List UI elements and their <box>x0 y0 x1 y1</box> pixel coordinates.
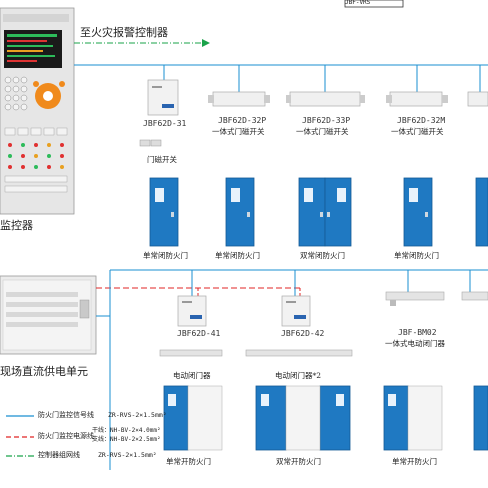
closer-partial-right <box>461 291 488 301</box>
code-jbf62d-32p: JBF62D-32P <box>218 116 267 125</box>
power-bus <box>96 287 301 296</box>
code-jbf62d-42: JBF62D-42 <box>281 329 325 338</box>
network-line <box>74 39 210 47</box>
status-leds <box>4 127 68 193</box>
power-handle <box>79 299 90 319</box>
door-top-1 <box>149 177 179 247</box>
code-jbf62d-41: JBF62D-41 <box>177 329 221 338</box>
top-tag: JBF-VRS <box>345 0 371 6</box>
code-jbf-bm02: JBF-BM02 <box>398 328 437 337</box>
arrow-label: 至火灾报警控制器 <box>80 26 168 39</box>
door-label-bottom-3: 单常开防火门 <box>392 457 437 466</box>
door-top-3-double <box>298 177 352 247</box>
device-jbf62d-32p <box>208 91 270 107</box>
code-jbf62d-32m: JBF62D-32M <box>397 116 446 125</box>
closer-arm-2 <box>245 349 353 357</box>
legend-signal-spec: ZR-RVS-2×1.5mm² <box>108 411 167 419</box>
legend-power-name: 防火门监控电源线 <box>38 432 94 440</box>
desc-jbf62d-32m: 一体式门磁开关 <box>391 127 444 136</box>
power-unit-box <box>0 275 97 355</box>
device-jbf62d-42 <box>281 295 311 327</box>
desc-jbf-bm02: 一体式电动闭门器 <box>385 339 445 348</box>
device-partial-right-top <box>467 91 488 107</box>
desc-jbf62d-31: 门磁开关 <box>147 155 177 164</box>
monitor-cabinet <box>0 7 75 215</box>
door-label-top-4: 单常闭防火门 <box>394 251 439 260</box>
code-jbf62d-31: JBF62D-31 <box>143 119 187 128</box>
closer-arm-1 <box>159 349 223 357</box>
door-bottom-4-partial <box>473 385 488 451</box>
signal-bus-bottom <box>96 269 488 470</box>
keypad <box>4 76 65 111</box>
device-jbf62d-31 <box>139 79 179 147</box>
door-bottom-3 <box>383 385 443 451</box>
legend-power-spec-a: 干线：NH-BV-2×4.0mm² <box>92 427 161 434</box>
closer-bm02 <box>385 291 445 306</box>
desc-jbf62d-32p: 一体式门磁开关 <box>212 127 265 136</box>
legend-network-name: 控制器组网线 <box>38 451 80 459</box>
desc-jbf62d-42: 电动闭门器*2 <box>275 371 322 380</box>
door-top-2 <box>225 177 255 247</box>
code-jbf62d-33p: JBF62D-33P <box>302 116 351 125</box>
legend-network-spec: ZR-RVS-2×1.5mm² <box>98 451 157 459</box>
legend-signal-name: 防火门监控信号线 <box>38 411 94 419</box>
device-jbf62d-32m <box>386 91 448 107</box>
device-jbf62d-33p <box>286 91 365 107</box>
door-top-5-partial <box>475 177 488 247</box>
legend-power-spec-b: 支线：NH-BV-2×2.5mm² <box>92 436 161 443</box>
tag-box <box>344 0 404 8</box>
door-label-top-3: 双常闭防火门 <box>300 251 345 260</box>
power-unit-label: 现场直流供电单元 <box>0 365 88 378</box>
door-label-top-2: 单常闭防火门 <box>215 251 260 260</box>
desc-jbf62d-41: 电动闭门器 <box>173 371 211 380</box>
door-bottom-2-double <box>255 385 351 451</box>
desc-jbf62d-33p: 一体式门磁开关 <box>296 127 349 136</box>
door-label-bottom-1: 单常开防火门 <box>166 457 211 466</box>
door-top-4 <box>403 177 433 247</box>
monitor-label: 监控器 <box>0 219 33 232</box>
door-label-top-1: 单常闭防火门 <box>143 251 188 260</box>
door-bottom-1 <box>163 385 223 451</box>
screen-indicators <box>7 34 57 62</box>
legend-lines <box>6 415 34 457</box>
signal-bus-top <box>74 64 488 92</box>
door-label-bottom-2: 双常开防火门 <box>276 457 321 466</box>
device-jbf62d-41 <box>177 295 207 327</box>
